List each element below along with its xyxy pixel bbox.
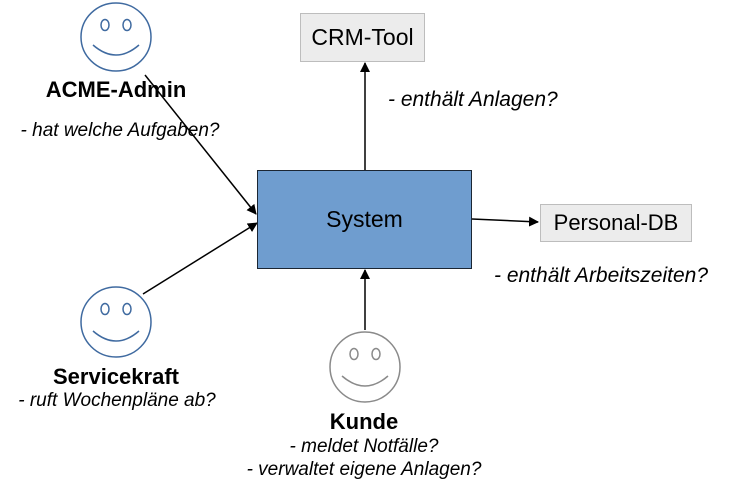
arrow-admin-to-system [144,74,257,215]
actor-service-note: - ruft Wochenpläne ab? [18,390,216,411]
actor-kunde-smiley-icon [329,331,401,403]
actor-kunde-name: Kunde [329,409,399,434]
actor-kunde-note-1: - meldet Notfälle? [289,436,439,457]
system-box: System [257,170,472,269]
crm-tool-box: CRM-Tool [300,13,425,62]
actor-service-smiley-icon [80,286,152,358]
personal-db-note: - enthält Arbeitszeiten? [494,264,709,287]
system-label: System [326,206,403,232]
personal-db-label: Personal-DB [553,210,679,235]
personal-db-box: Personal-DB [540,204,692,242]
actor-admin-smiley-icon [80,2,152,72]
actor-kunde-note-2: - verwaltet eigene Anlagen? [246,459,482,480]
crm-tool-note: - enthält Anlagen? [388,88,558,111]
arrow-system-to-personal [471,216,539,227]
crm-tool-label: CRM-Tool [311,24,414,50]
arrow-service-to-system [142,222,258,295]
actor-service-name: Servicekraft [53,364,179,389]
actor-admin-name: ACME-Admin [45,77,187,102]
actor-admin-note: - hat welche Aufgaben? [20,120,220,141]
